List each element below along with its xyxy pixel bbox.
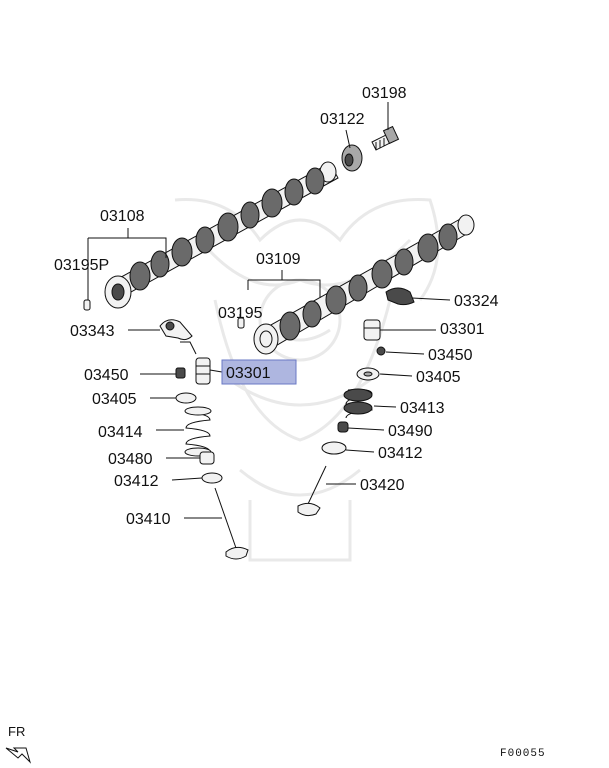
label-03324[interactable]: 03324: [454, 293, 499, 310]
label-03490[interactable]: 03490: [388, 423, 433, 440]
label-03420[interactable]: 03420: [360, 477, 405, 494]
camshaft-bolt: [371, 125, 400, 151]
label-03405-left[interactable]: 03405: [92, 391, 137, 408]
camshaft-right: [253, 214, 475, 355]
label-03301-selected[interactable]: 03301: [226, 365, 271, 382]
leader-lines: [87, 102, 451, 519]
label-03450-right[interactable]: 03450: [428, 347, 473, 364]
rocker-arm-right: [385, 287, 415, 306]
retainer-right: [337, 421, 349, 433]
lash-adjuster-left: [195, 357, 211, 385]
part-labels: 03198 03122 03108 03195P 03109 03324 033…: [54, 85, 499, 528]
valve-spring-right: [343, 388, 373, 419]
camshaft-left: [104, 161, 339, 309]
selected-part-highlight: [221, 359, 297, 385]
label-03412-left[interactable]: 03412: [114, 473, 159, 490]
label-03301-right[interactable]: 03301: [440, 321, 485, 338]
camshaft-spacer: [341, 144, 363, 172]
dowel-pin-left: [83, 299, 91, 311]
cotter-right: [321, 441, 347, 455]
label-03122[interactable]: 03122: [320, 111, 365, 128]
spring-seat-left: [175, 392, 197, 404]
label-03195P[interactable]: 03195P: [54, 257, 109, 274]
label-03413[interactable]: 03413: [400, 400, 445, 417]
front-arrow-icon: [5, 747, 32, 764]
cotter-left: [201, 472, 223, 484]
label-03480[interactable]: 03480: [108, 451, 153, 468]
valve-stem-seal-right: [376, 346, 386, 356]
label-03410[interactable]: 03410: [126, 511, 171, 528]
label-03108[interactable]: 03108: [100, 208, 145, 225]
label-03109[interactable]: 03109: [256, 251, 301, 268]
label-03198[interactable]: 03198: [362, 85, 407, 102]
rocker-arm-left: [159, 319, 197, 355]
valve-left: [214, 487, 249, 560]
valve-right: [297, 465, 327, 517]
dowel-pin-right: [237, 317, 245, 329]
valve-spring-left: [184, 406, 212, 457]
label-03343[interactable]: 03343: [70, 323, 115, 340]
label-03412-right[interactable]: 03412: [378, 445, 423, 462]
label-03195[interactable]: 03195: [218, 305, 263, 322]
label-03405-right[interactable]: 03405: [416, 369, 461, 386]
retainer-left: [199, 451, 215, 465]
valve-stem-seal-left: [175, 367, 186, 379]
spring-seat-right: [356, 367, 380, 381]
label-03450-left[interactable]: 03450: [84, 367, 129, 384]
lash-adjuster-right: [363, 319, 381, 341]
figure-code: F00055: [500, 748, 546, 760]
label-03414[interactable]: 03414: [98, 424, 143, 441]
front-direction-label: FR: [8, 724, 25, 739]
